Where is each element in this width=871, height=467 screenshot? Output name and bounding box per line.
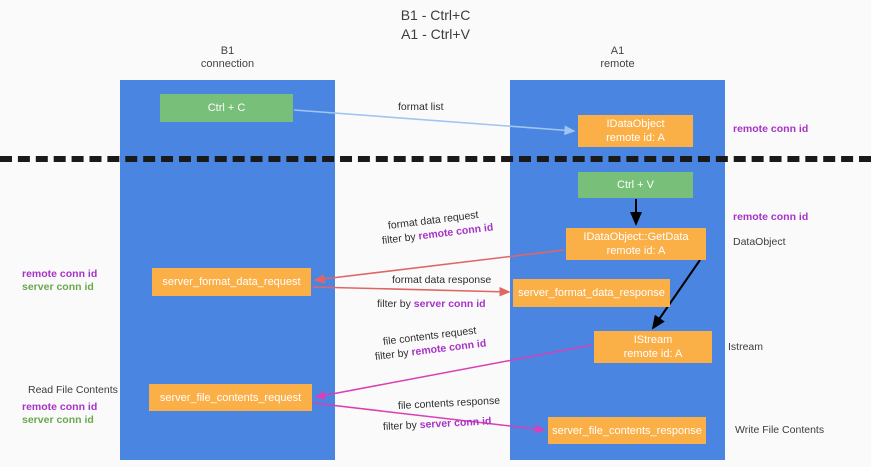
node-server-file-contents-response[interactable]: server_file_contents_response [548,417,706,444]
filter-prefix: filter by [382,419,421,433]
lane-header-b1: B1 connection [120,45,335,71]
annotation-write-file-contents: Write File Contents [735,424,825,436]
edge-label-format-data-response-filter: filter by server conn id [377,298,486,310]
filter-key-server-conn-id: server conn id [413,298,486,310]
node-istream[interactable]: IStream remote id: A [594,331,712,363]
lane-header-a1-role: remote [600,58,635,70]
filter-prefix: filter by [377,298,414,310]
node-ctrl-c[interactable]: Ctrl + C [160,94,293,122]
annotation-server-conn-id-legend-1: server conn id [22,281,94,293]
annotation-read-file-contents: Read File Contents [28,384,118,396]
node-idataobject-sub: remote id: A [606,132,665,144]
annotation-dataobject: DataObject [733,236,786,248]
edge-label-file-contents-response-filter: filter by server conn id [383,415,492,433]
annotation-conn-id-legend-bottom: remote conn id server conn id [22,401,97,427]
node-server-format-data-request[interactable]: server_format_data_request [152,268,311,296]
annotation-server-conn-id-legend-2: server conn id [22,414,94,426]
node-istream-sub: remote id: A [623,348,683,360]
node-server-format-data-response-label: server_format_data_response [518,287,665,299]
node-ctrl-v[interactable]: Ctrl + V [578,172,693,198]
node-idataobject-getdata[interactable]: IDataObject::GetData remote id: A [566,228,706,260]
edge-label-format-list: format list [398,101,444,113]
annotation-remote-conn-id-legend-2: remote conn id [22,401,98,413]
node-server-format-data-request-label: server_format_data_request [162,276,301,288]
filter-prefix: filter by [381,230,420,247]
title-line-2: A1 - Ctrl+V [401,26,470,42]
lane-header-b1-name: B1 [220,45,235,57]
annotation-remote-conn-id-mid: remote conn id [733,211,809,223]
filter-prefix: filter by [374,346,413,363]
page-title: B1 - Ctrl+C A1 - Ctrl+V [0,6,871,44]
node-idataobject-label: IDataObject [606,118,665,130]
edge-label-format-data-response: format data response [392,274,492,286]
edge-label-file-contents-response: file contents response [397,394,501,412]
title-line-1: B1 - Ctrl+C [400,7,471,23]
node-server-file-contents-response-label: server_file_contents_response [552,424,702,437]
node-idataobject-getdata-label: IDataObject::GetData [583,231,689,243]
node-istream-label: IStream [633,334,673,346]
annotation-remote-conn-id-legend-1: remote conn id [22,268,98,280]
filter-key-server-conn-id: server conn id [419,415,492,432]
edge-format-data-response [312,286,511,297]
annotation-conn-id-legend-top: remote conn id server conn id [22,268,97,294]
annotation-istream: Istream [728,341,764,353]
lane-header-a1: A1 remote [510,45,725,71]
node-ctrl-v-label: Ctrl + V [617,179,654,191]
lane-header-a1-name: A1 [610,45,625,57]
node-server-file-contents-request[interactable]: server_file_contents_request [149,384,312,411]
annotation-remote-conn-id-top: remote conn id [733,123,809,135]
node-ctrl-c-label: Ctrl + C [207,102,246,114]
node-server-file-contents-request-label: server_file_contents_request [159,391,302,404]
node-idataobject[interactable]: IDataObject remote id: A [578,115,693,147]
lane-header-b1-role: connection [200,58,255,70]
node-idataobject-getdata-sub: remote id: A [606,245,666,257]
phase-separator [0,156,871,162]
node-server-format-data-response[interactable]: server_format_data_response [513,279,670,307]
